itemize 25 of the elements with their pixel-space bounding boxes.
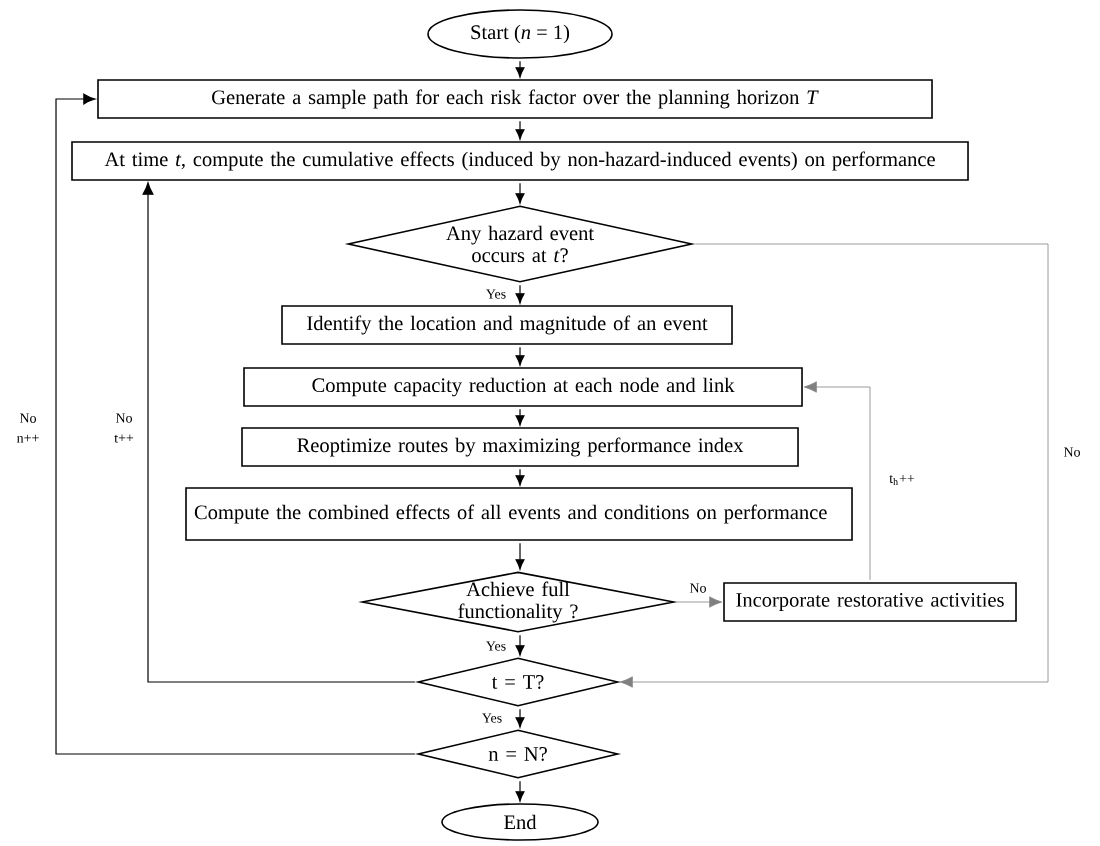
arrow xyxy=(515,634,525,656)
arrow xyxy=(142,182,416,683)
arrow xyxy=(515,780,525,802)
process-box: At time t, compute the cumulative effects (induced by non-hazard-induced events) on performance xyxy=(71,141,969,181)
arrow xyxy=(803,381,871,581)
process-box: Compute capacity reduction at each node and link xyxy=(243,367,803,407)
arrow xyxy=(515,346,525,366)
process-box: Compute the combined effects of all events and conditions on performance xyxy=(185,487,853,541)
arrow xyxy=(515,542,525,570)
process-box: Identify the location and magnitude of an event xyxy=(281,305,733,345)
arrow xyxy=(55,93,416,755)
terminal-oval: Start (n = 1) xyxy=(427,9,613,59)
arrow xyxy=(515,708,525,728)
arrow xyxy=(515,60,525,78)
terminal-oval: End xyxy=(441,803,599,841)
arrow xyxy=(515,408,525,426)
arrow xyxy=(619,243,1049,688)
process-box: Generate a sample path for each risk factor over the planning horizon T xyxy=(97,79,933,119)
arrow xyxy=(515,182,525,204)
process-box: Reoptimize routes by maximizing performance index xyxy=(241,427,799,467)
arrow xyxy=(515,120,525,140)
process-box: Incorporate restorative activities xyxy=(723,582,1017,622)
arrow xyxy=(515,468,525,486)
arrow xyxy=(515,284,525,304)
arrow xyxy=(676,596,723,608)
